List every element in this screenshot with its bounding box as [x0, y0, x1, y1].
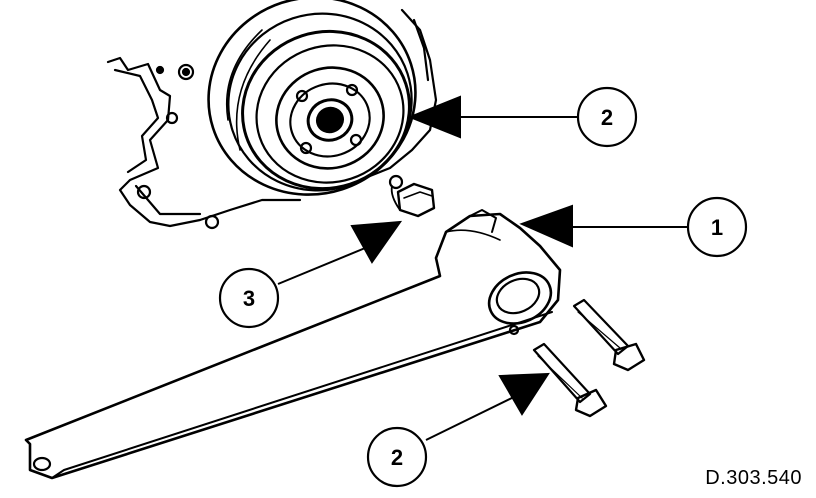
- pulley-nut: [388, 174, 436, 218]
- callout-nut: 3: [218, 267, 280, 329]
- bolt-lower: [532, 342, 608, 418]
- arrowhead-nut: [350, 220, 403, 264]
- timing-cover-outline: [106, 8, 438, 230]
- callout-tool: 1: [686, 196, 748, 258]
- crankshaft-pulley: [207, 0, 417, 196]
- callout-pulley-number: 2: [601, 105, 613, 130]
- leader-line-nut: [277, 245, 371, 285]
- callout-bolts: 2: [366, 426, 428, 488]
- callout-tool-number: 1: [711, 215, 723, 240]
- arrowhead-bolts: [498, 372, 550, 416]
- arrowhead-tool: [519, 204, 573, 248]
- bolt-upper: [572, 298, 646, 372]
- reference-code: D.303.540: [705, 467, 802, 489]
- callout-pulley: 2: [576, 86, 638, 148]
- arrowhead-pulley: [407, 95, 461, 139]
- leader-line-bolts: [425, 391, 525, 441]
- callout-nut-number: 3: [243, 286, 255, 311]
- holding-tool: [24, 209, 562, 480]
- callout-bolts-number: 2: [391, 445, 403, 470]
